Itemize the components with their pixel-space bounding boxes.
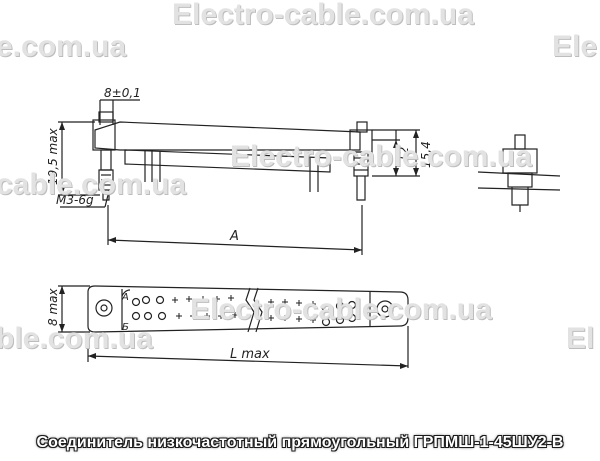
contact-pins (172, 295, 316, 323)
right-top-label: 15,4 (419, 141, 433, 168)
length-a-label: A (229, 229, 239, 244)
end-view-top (514, 134, 526, 150)
thread-label: M3-6g (56, 193, 94, 207)
end-view-body (502, 148, 538, 174)
left-mount-hole (95, 299, 113, 317)
contact-rings (131, 295, 357, 327)
right-boss (349, 129, 373, 153)
tolerance-label: 8±0,1 (104, 86, 141, 100)
right-mid-label: 12 (397, 147, 411, 162)
pin-b-label: Б (122, 322, 129, 333)
product-caption: Соединитель низкочастотный прямоугольный… (36, 434, 564, 451)
contact-plate (124, 149, 331, 173)
left-screw (100, 149, 112, 171)
pin-a-label: A (121, 292, 129, 303)
right-mount-hole (376, 300, 394, 318)
connector-body-plan (87, 285, 409, 333)
width-max-label: 8 max (46, 288, 60, 326)
height-total-label: 19,5 max (46, 127, 60, 185)
connector-body-side (94, 121, 361, 151)
length-max-label: L max (230, 347, 270, 362)
